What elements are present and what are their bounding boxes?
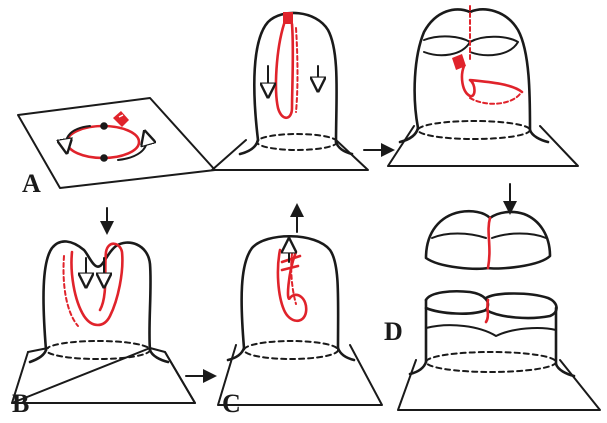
panel-top-middle [212,12,368,170]
panel-top-right [388,6,578,166]
panel-a-label: A [22,169,41,198]
panel-top-right-red-loop [462,66,522,96]
panel-c-base-ellipse [244,341,338,359]
panel-a: A [18,98,215,198]
panel-a-tag [113,111,129,127]
panel-a-sheet [18,98,215,188]
panel-c: C [218,236,382,418]
panel-d-top-left-rim [426,291,488,313]
panel-d-top-right-rim [486,294,557,319]
panel-d-sheet [398,360,600,410]
panel-b-red-loop [72,244,123,325]
panel-d-cap-seam [488,218,490,268]
panel-d-label: D [384,317,403,346]
panel-d-cap-right-ring [492,234,546,239]
panel-c-tube-base-left [228,348,244,360]
panel-d-base-ellipse [426,352,556,372]
panel-b: B [12,241,195,418]
panel-d: D [384,211,600,410]
panel-top-middle-tag [283,12,293,24]
panel-top-middle-base-ellipse [257,134,337,150]
panel-top-right-cap-right [470,37,518,55]
panel-c-sheet [218,345,382,405]
panel-top-right-cap-left [424,36,470,55]
panel-d-mid-ring [426,325,556,336]
panel-a-upper-dot [100,122,108,130]
panel-top-right-red-dashed [470,94,520,104]
panel-a-lower-dot [100,154,108,162]
panel-b-tube [44,241,151,350]
panel-top-right-base-ellipse [418,121,530,139]
panel-c-label: C [222,389,241,418]
panel-d-cap-left-ring [432,234,486,239]
panel-top-middle-sheet [212,140,368,170]
panel-b-label: B [12,389,29,418]
panel-a-red-loop [67,126,139,158]
panel-top-right-tube [415,9,530,130]
panel-top-middle-red-loop [276,24,293,118]
panel-b-base-ellipse [46,341,150,359]
panel-top-middle-red-dashed [296,28,298,112]
